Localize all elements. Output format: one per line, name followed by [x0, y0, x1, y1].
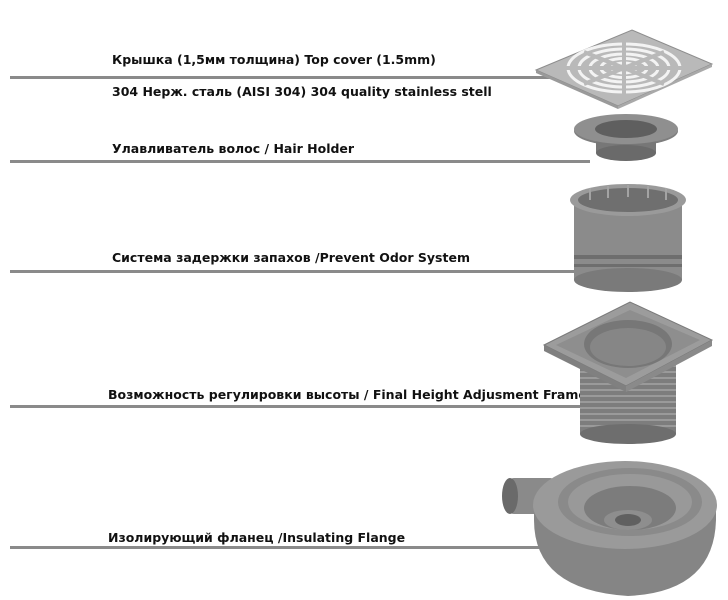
height-frame-image	[542, 301, 714, 444]
leader-line-top-cover	[10, 76, 550, 79]
sublabel-top-cover: 304 Нерж. сталь (AISI 304) 304 quality s…	[112, 84, 492, 99]
label-height-frame: Возможность регулировки высоты / Final H…	[108, 387, 587, 402]
top-cover-image	[534, 29, 714, 109]
label-top-cover: Крышка (1,5мм толщина) Top cover (1.5mm)	[112, 52, 436, 67]
leader-line-hair-holder	[10, 160, 590, 163]
label-flange: Изолирующий фланец /Insulating Flange	[108, 530, 406, 545]
leader-line-height-frame	[10, 405, 580, 408]
odor-system-image	[570, 184, 686, 292]
flange-image	[502, 461, 717, 596]
label-hair-holder: Улавливатель волос / Hair Holder	[112, 141, 355, 156]
hair-holder-image	[574, 114, 678, 161]
label-odor-system: Система задержки запахов /Prevent Odor S…	[112, 250, 470, 265]
leader-line-flange	[10, 546, 540, 549]
leader-line-odor-system	[10, 270, 585, 273]
